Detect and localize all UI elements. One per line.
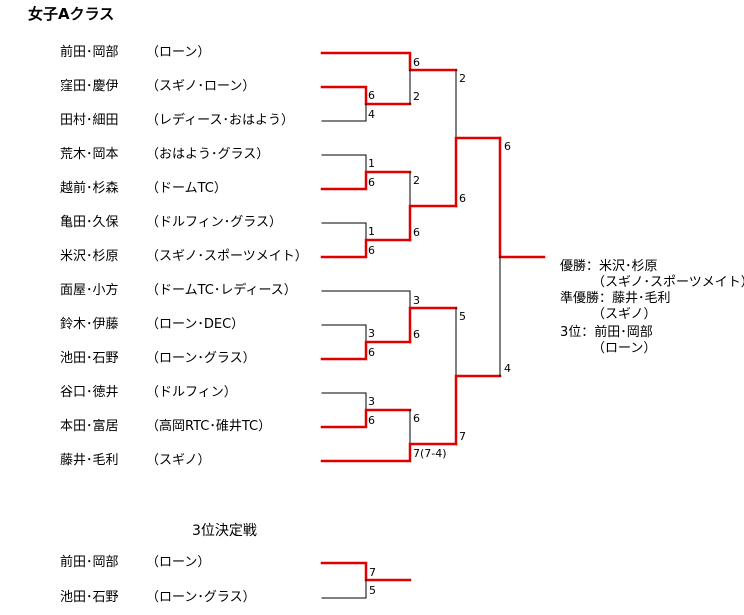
score-label: 6 <box>413 226 420 239</box>
player-name: 越前･杉森 <box>60 181 119 196</box>
player-name: 前田･岡部 <box>60 555 119 570</box>
bracket-line <box>320 442 458 463</box>
player-name: 亀田･久保 <box>60 215 119 230</box>
bracket-line <box>408 306 458 344</box>
third-place-title: 3位決定戦 <box>192 523 257 539</box>
player-club: （スギノ･ローン） <box>146 79 256 94</box>
player-club: （スギノ） <box>146 453 211 468</box>
player-club: （ローン･グラス） <box>146 351 256 366</box>
third-place-club: （ローン） <box>592 341 657 356</box>
score-label: 6 <box>459 192 466 205</box>
player-club: （ローン･DEC） <box>146 317 245 332</box>
player-name: 池田･石野 <box>60 590 119 605</box>
bracket-line <box>454 374 502 446</box>
bracket-line <box>320 408 412 429</box>
bracket-line <box>321 290 411 309</box>
player-name: 本田･富居 <box>60 419 119 434</box>
winner-label: 優勝：米沢･杉原 <box>560 259 658 274</box>
bracket-line <box>498 136 546 259</box>
score-label: 6 <box>413 328 420 341</box>
player-name: 池田･石野 <box>60 351 119 366</box>
runner-up-club: （スギノ） <box>592 307 657 322</box>
player-club: （ドルフィン･グラス） <box>146 215 282 230</box>
player-name: 前田･岡部 <box>60 45 119 60</box>
player-name: 谷口･徳井 <box>60 385 119 400</box>
score-label: 2 <box>413 90 420 103</box>
score-label: 3 <box>368 327 375 340</box>
bracket-line <box>320 340 412 361</box>
player-name: 荒木･岡本 <box>60 147 119 162</box>
bracket-line <box>320 85 412 106</box>
score-label: 1 <box>368 157 375 170</box>
player-club: （高岡RTC･碓井TC） <box>146 419 272 434</box>
runner-up-label: 準優勝：藤井･毛利 <box>560 291 671 306</box>
bracket-line <box>320 170 412 191</box>
score-label: 3 <box>413 294 420 307</box>
player-club: （ドームTC･レディース） <box>146 283 297 298</box>
bracket-line <box>408 204 458 242</box>
score-label: 4 <box>504 362 511 375</box>
bracket-line <box>320 561 412 582</box>
third-place-label: 3位：前田･岡部 <box>560 325 653 340</box>
player-club: （おはよう･グラス） <box>146 147 270 162</box>
score-label: 6 <box>504 140 511 153</box>
winner-club: （スギノ･スポーツメイト） <box>592 275 744 290</box>
score-label: 7(7-4) <box>413 447 447 460</box>
bracket-line <box>321 324 367 343</box>
score-label: 7 <box>459 430 466 443</box>
player-club: （ドームTC） <box>146 181 227 196</box>
score-label: 6 <box>368 244 375 257</box>
bracket-line <box>321 579 367 599</box>
player-name: 米沢･杉原 <box>60 249 119 264</box>
score-label: 7 <box>369 566 376 579</box>
score-label: 6 <box>368 346 375 359</box>
player-club: （ローン･グラス） <box>146 590 256 605</box>
bracket-line <box>320 238 412 259</box>
bracket-line <box>320 51 458 72</box>
score-label: 4 <box>368 108 375 121</box>
bracket-line <box>321 222 367 241</box>
player-name: 面屋･小方 <box>60 283 119 298</box>
player-club: （レディース･おはよう） <box>146 113 294 128</box>
score-label: 6 <box>368 89 375 102</box>
score-label: 5 <box>369 584 376 597</box>
player-club: （ローン） <box>146 555 211 570</box>
score-label: 3 <box>368 395 375 408</box>
player-club: （スギノ･スポーツメイト） <box>146 249 308 264</box>
bracket-line <box>321 103 367 122</box>
player-club: （ドルフィン） <box>146 385 237 400</box>
score-label: 6 <box>413 56 420 69</box>
score-label: 1 <box>368 225 375 238</box>
player-club: （ローン） <box>146 45 211 60</box>
score-label: 5 <box>459 310 466 323</box>
page-title: 女子Aクラス <box>28 5 115 23</box>
score-label: 2 <box>459 72 466 85</box>
bracket-line <box>321 154 367 173</box>
score-label: 6 <box>413 412 420 425</box>
player-name: 鈴木･伊藤 <box>60 317 119 332</box>
score-label: 6 <box>368 176 375 189</box>
score-label: 2 <box>413 174 420 187</box>
score-label: 6 <box>368 414 375 427</box>
bracket-line <box>454 136 502 208</box>
player-name: 窪田･慶伊 <box>60 79 119 94</box>
player-name: 田村･細田 <box>60 113 119 128</box>
player-name: 藤井･毛利 <box>60 453 119 468</box>
bracket-line <box>321 392 367 411</box>
